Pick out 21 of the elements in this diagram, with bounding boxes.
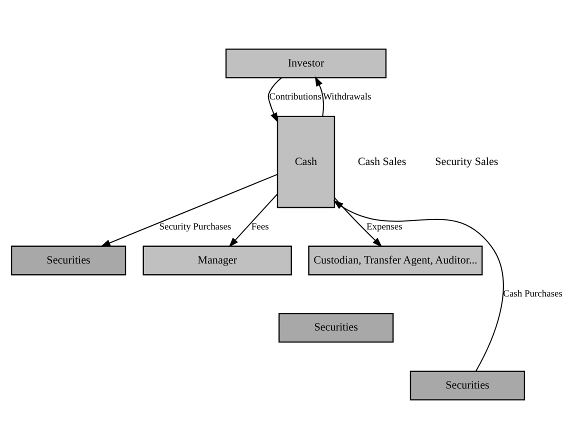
edge-label: Expenses — [366, 222, 402, 232]
label: Security Sales — [435, 155, 498, 168]
arrow — [314, 76, 324, 116]
node-box: Custodian, Transfer Agent, Auditor... — [308, 245, 483, 275]
arrow — [228, 193, 278, 247]
node-box: Manager — [142, 245, 292, 275]
arrow — [334, 196, 382, 247]
node-box: Cash — [276, 115, 336, 208]
node-box: Securities — [410, 370, 526, 400]
arrow — [268, 76, 282, 122]
node-box: Investor — [225, 48, 387, 78]
node-box: Securities — [278, 312, 394, 342]
edge-label: Cash Purchases — [503, 289, 562, 300]
label: Cash Sales — [358, 155, 406, 168]
edge-label: Contributions — [269, 92, 322, 102]
edge-label: Security Purchases — [159, 222, 232, 232]
edge-label: Withdrawals — [323, 92, 372, 102]
node-box: Securities — [10, 245, 126, 275]
arrow — [100, 173, 278, 246]
arrow — [333, 200, 504, 371]
edge-label: Fees — [251, 222, 269, 232]
